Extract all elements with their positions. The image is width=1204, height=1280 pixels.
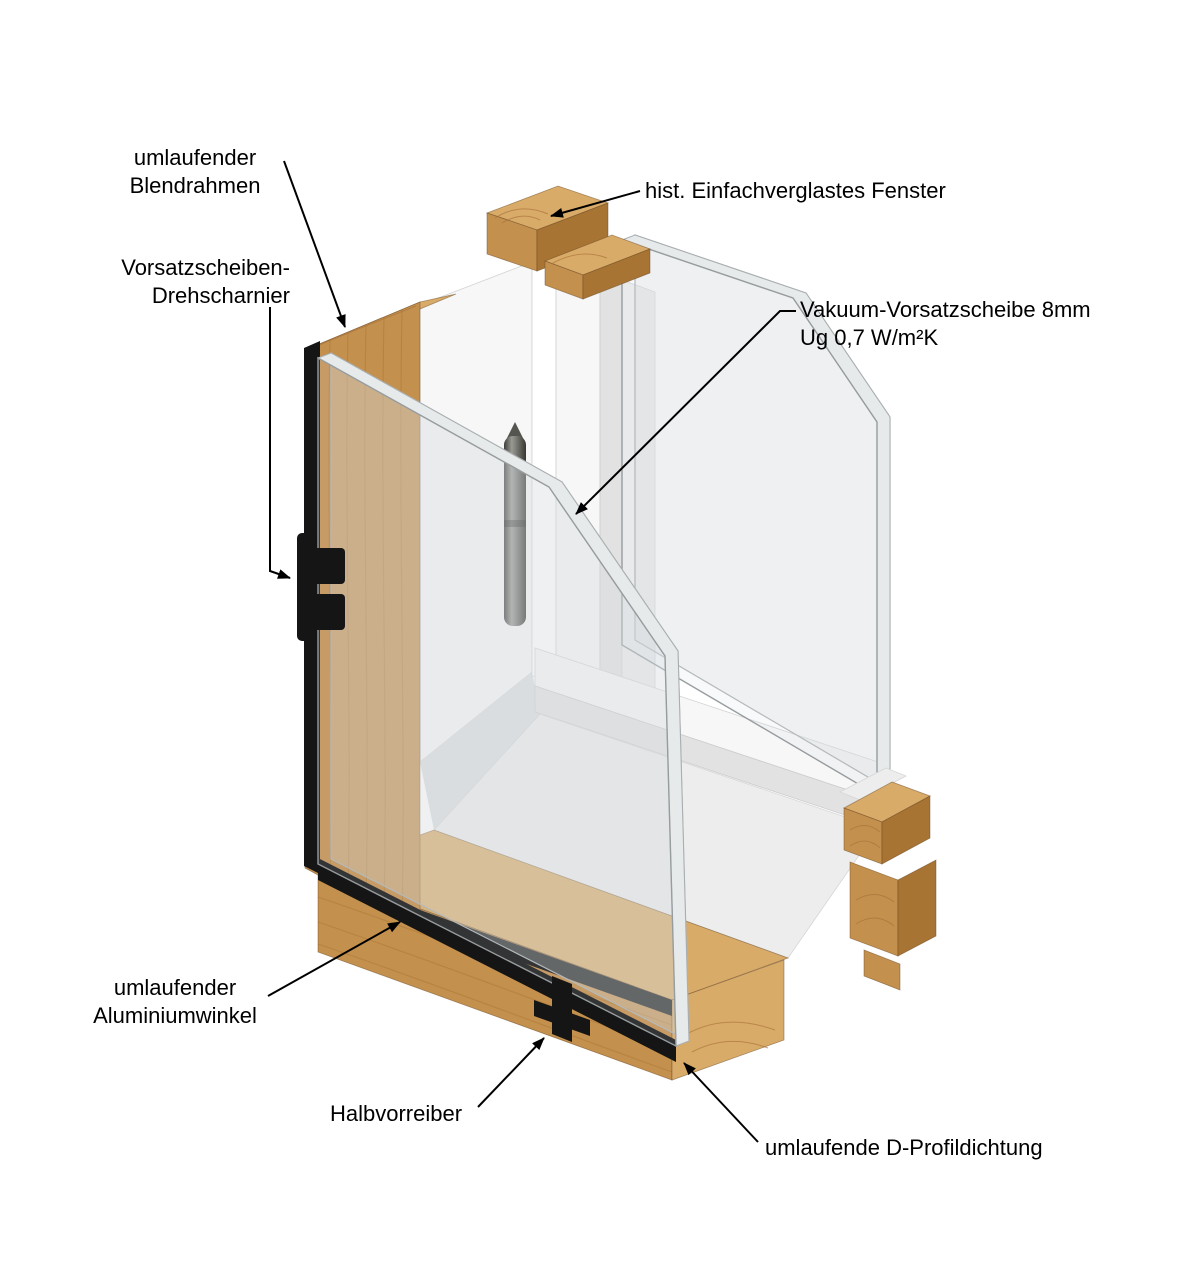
half-turn-fastener — [534, 976, 590, 1042]
label-halbvorreiber: Halbvorreiber — [330, 1101, 463, 1126]
historic-frame-top-cut — [485, 185, 652, 300]
historic-glass-pane — [620, 234, 891, 797]
leader-d-profildichtung — [683, 1062, 759, 1143]
leader-blendrahmen — [283, 160, 346, 328]
label-vakuum: Vakuum-Vorsatzscheibe 8mm Ug 0,7 W/m²K — [800, 296, 1091, 352]
aluminium-angle — [392, 900, 672, 1016]
leader-aluminiumwinkel — [267, 921, 401, 997]
label-blendrahmen-line2: Blendrahmen — [129, 172, 261, 198]
label-hist-fenster: hist. Einfachverglastes Fenster — [645, 178, 946, 203]
label-aluminiumwinkel-line1: umlaufender — [113, 975, 237, 1000]
historic-hinge-pin — [504, 422, 526, 626]
leader-hist-fenster — [550, 190, 641, 218]
vacuum-glazing-pane — [316, 351, 690, 1048]
label-drehscharnier: Vorsatzscheiben- Drehscharnier — [60, 254, 290, 310]
pane-pivot-hinge — [297, 533, 345, 641]
historic-window-sill — [433, 647, 879, 959]
label-aluminiumwinkel: umlaufender Aluminiumwinkel — [75, 974, 275, 1030]
blendrahmen-left-stile — [304, 293, 457, 931]
label-drehscharnier-line1: Vorsatzscheiben- — [121, 255, 290, 280]
label-aluminiumwinkel-line2: Aluminiumwinkel — [93, 1002, 257, 1028]
leader-drehscharnier — [269, 307, 291, 579]
label-blendrahmen-line1: umlaufender — [133, 145, 257, 170]
label-d-profildichtung: umlaufende D-Profildichtung — [765, 1135, 1043, 1160]
label-drehscharnier-line2: Drehscharnier — [151, 282, 290, 308]
label-vakuum-line1: Vakuum-Vorsatzscheibe 8mm — [800, 297, 1091, 322]
historic-frame-bottom-cut — [839, 767, 937, 991]
leader-halbvorreiber — [477, 1037, 545, 1108]
leader-vakuum — [575, 310, 796, 515]
label-vakuum-line2: Ug 0,7 W/m²K — [800, 324, 939, 350]
inner-corner-shadow — [420, 672, 540, 830]
label-blendrahmen: umlaufender Blendrahmen — [95, 144, 295, 200]
leader-lines — [267, 160, 796, 1143]
